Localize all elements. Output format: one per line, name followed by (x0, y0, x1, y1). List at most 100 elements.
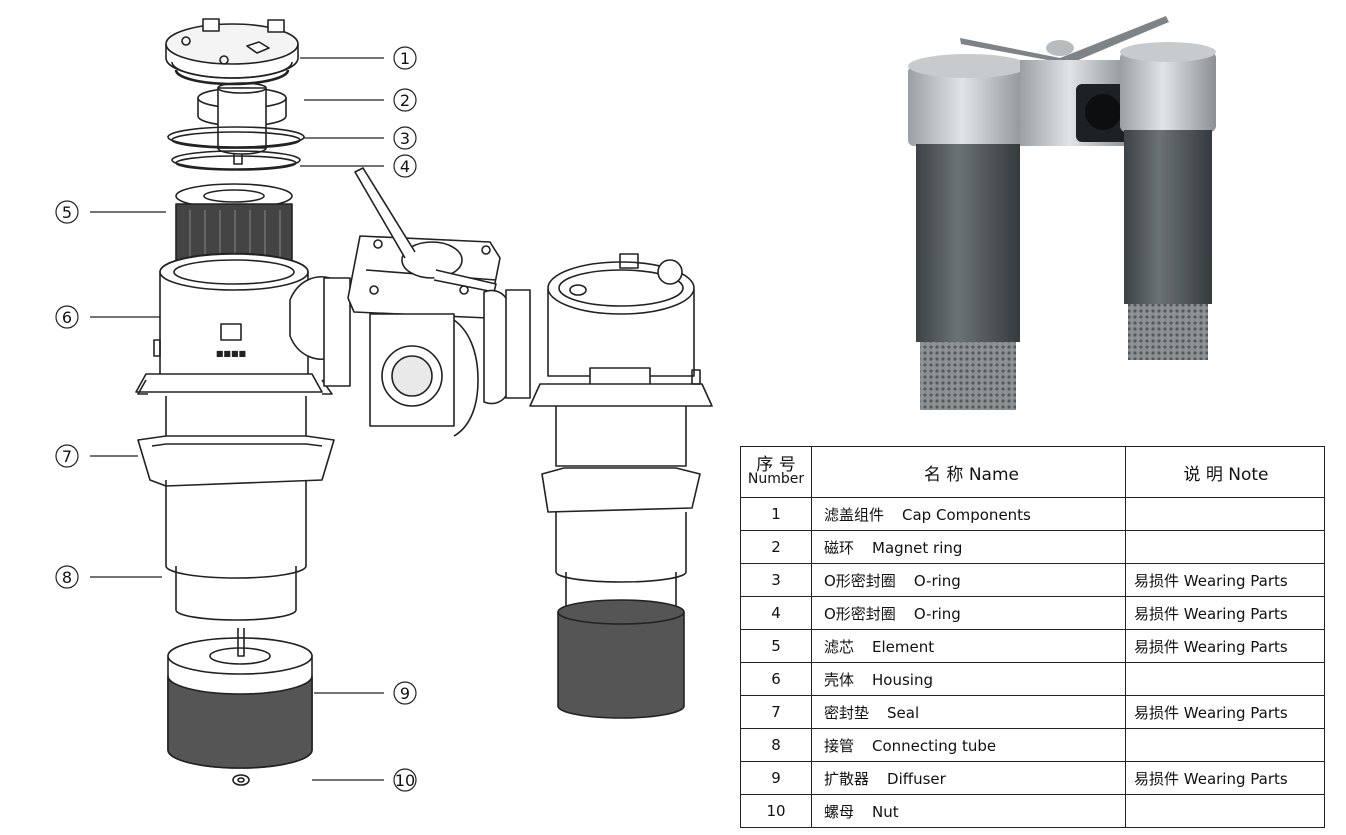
part-number: 9 (740, 761, 812, 795)
svg-text:10: 10 (395, 771, 415, 790)
table-row: 4 O形密封圈 O-ring 易损件 Wearing Parts (740, 596, 1325, 630)
part-name-cn: 扩散器 (824, 769, 870, 788)
part-name-en: Element (872, 637, 935, 656)
part-name-en: O-ring (913, 571, 961, 590)
exploded-view-diagram: ■■■■ (55, 18, 713, 792)
callout-3: 3 (393, 126, 417, 150)
part-name-en: Magnet ring (872, 538, 963, 557)
header-name: 名 称 Name (811, 446, 1126, 498)
callout-5: 5 (55, 200, 79, 224)
changeover-valve-drawing (289, 167, 531, 437)
part-name: 滤盖组件 Cap Components (811, 497, 1126, 531)
right-housing-drawing (529, 253, 713, 719)
table-row: 3 O形密封圈 O-ring 易损件 Wearing Parts (740, 563, 1325, 597)
svg-text:5: 5 (62, 203, 72, 222)
part-name-cn: 壳体 (824, 670, 855, 689)
svg-text:4: 4 (400, 157, 410, 176)
callout-1: 1 (393, 46, 417, 70)
part-name: 螺母 Nut (811, 794, 1126, 828)
table-row: 6 壳体 Housing (740, 662, 1325, 696)
o-ring-drawings (167, 126, 305, 171)
part-note: 易损件 Wearing Parts (1125, 596, 1325, 630)
callout-9: 9 (393, 681, 417, 705)
svg-text:2: 2 (400, 91, 410, 110)
callout-8: 8 (55, 565, 79, 589)
cap-assembly-drawing (165, 18, 299, 86)
part-name: 密封垫 Seal (811, 695, 1126, 729)
svg-text:■■■■: ■■■■ (216, 349, 246, 358)
diffuser-drawing (167, 628, 313, 769)
part-note (1125, 728, 1325, 762)
part-note: 易损件 Wearing Parts (1125, 695, 1325, 729)
callout-4: 4 (393, 154, 417, 178)
part-name-cn: 螺母 (824, 802, 855, 821)
part-name-en: Diffuser (887, 769, 946, 788)
table-row: 8 接管 Connecting tube (740, 728, 1325, 762)
svg-text:8: 8 (62, 568, 72, 587)
part-note: 易损件 Wearing Parts (1125, 563, 1325, 597)
left-housing-drawing: ■■■■ (135, 252, 335, 621)
svg-text:1: 1 (400, 49, 410, 68)
part-name-cn: 接管 (824, 736, 855, 755)
part-note: 易损件 Wearing Parts (1125, 761, 1325, 795)
callout-labels: 1 2 3 4 5 6 7 8 9 10 (55, 46, 417, 792)
part-name-en: Seal (887, 703, 920, 722)
part-name: 滤芯 Element (811, 629, 1126, 663)
table-row: 10 螺母 Nut (740, 794, 1325, 828)
callout-2: 2 (393, 88, 417, 112)
part-number: 5 (740, 629, 812, 663)
part-name-cn: 滤盖组件 (824, 505, 885, 524)
table-row: 9 扩散器 Diffuser 易损件 Wearing Parts (740, 761, 1325, 795)
part-number: 2 (740, 530, 812, 564)
part-name-cn: 密封垫 (824, 703, 870, 722)
part-name: 壳体 Housing (811, 662, 1126, 696)
table-row: 2 磁环 Magnet ring (740, 530, 1325, 564)
nut-drawing (232, 774, 250, 786)
svg-text:9: 9 (400, 684, 410, 703)
part-number: 8 (740, 728, 812, 762)
header-number-cn: 序 号 (756, 455, 796, 475)
part-number: 6 (740, 662, 812, 696)
part-name: 扩散器 Diffuser (811, 761, 1126, 795)
part-number: 10 (740, 794, 812, 828)
svg-text:6: 6 (62, 308, 72, 327)
table-row: 7 密封垫 Seal 易损件 Wearing Parts (740, 695, 1325, 729)
part-note: 易损件 Wearing Parts (1125, 629, 1325, 663)
part-number: 4 (740, 596, 812, 630)
part-note (1125, 662, 1325, 696)
callout-6: 6 (55, 305, 79, 329)
callout-10: 10 (393, 768, 417, 792)
table-row: 1 滤盖组件 Cap Components (740, 497, 1325, 531)
part-name-en: Housing (872, 670, 933, 689)
part-name: 磁环 Magnet ring (811, 530, 1126, 564)
svg-text:3: 3 (400, 129, 410, 148)
part-number: 7 (740, 695, 812, 729)
table-row: 5 滤芯 Element 易损件 Wearing Parts (740, 629, 1325, 663)
part-name: O形密封圈 O-ring (811, 563, 1126, 597)
part-name-cn: O形密封圈 (824, 571, 896, 590)
header-note: 说 明 Note (1125, 446, 1325, 498)
part-name-cn: 磁环 (824, 538, 855, 557)
part-number: 3 (740, 563, 812, 597)
svg-text:7: 7 (62, 447, 72, 466)
part-name-cn: O形密封圈 (824, 604, 896, 623)
part-name: O形密封圈 O-ring (811, 596, 1126, 630)
callout-7: 7 (55, 444, 79, 468)
part-note (1125, 497, 1325, 531)
part-name-en: Nut (872, 802, 899, 821)
part-name-cn: 滤芯 (824, 637, 855, 656)
part-name: 接管 Connecting tube (811, 728, 1126, 762)
product-photo (908, 16, 1216, 410)
leader-lines (90, 57, 384, 781)
part-number: 1 (740, 497, 812, 531)
header-number-en: Number (747, 471, 805, 487)
part-note (1125, 794, 1325, 828)
part-name-en: Cap Components (902, 505, 1031, 524)
part-note (1125, 530, 1325, 564)
part-name-en: Connecting tube (872, 736, 997, 755)
part-name-en: O-ring (913, 604, 961, 623)
